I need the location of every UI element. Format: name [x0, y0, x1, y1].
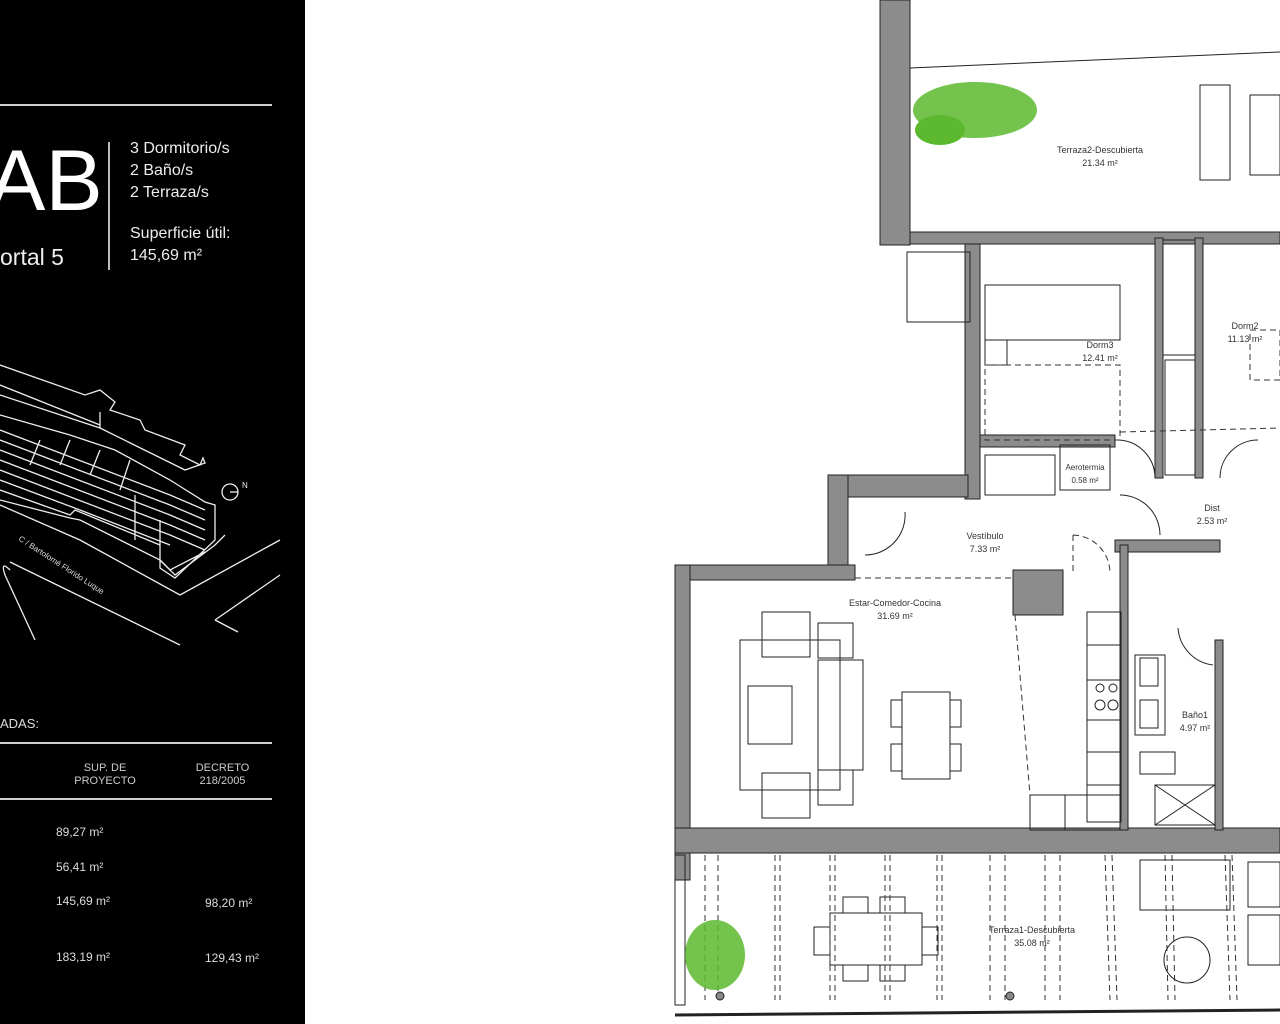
building-axonometric: N C / Bartolomé Florido Luque — [0, 364, 281, 646]
room-name: Terraza1-Descubierta — [989, 925, 1075, 935]
feature-bathrooms: 2 Baño/s — [130, 162, 194, 179]
divider — [0, 798, 272, 800]
room-area: 4.97 m² — [1180, 723, 1211, 733]
room-name: Dorm3 — [1086, 340, 1113, 350]
plant-icon — [685, 82, 1037, 990]
walls — [674, 0, 1280, 881]
feature-bedrooms: 3 Dormitorio/s — [130, 140, 230, 157]
portal-label: ortal 5 — [0, 244, 64, 270]
north-label: N — [242, 481, 248, 490]
room-name: Dist — [1204, 503, 1220, 513]
room-name: Terraza2-Descubierta — [1057, 145, 1143, 155]
room-name: Dorm2 — [1231, 321, 1258, 331]
room-area: 0.58 m² — [1071, 476, 1098, 485]
table-title: ADAS: — [0, 716, 40, 731]
pergola-lines — [704, 854, 1238, 1001]
room-name: Baño1 — [1182, 710, 1208, 720]
floor-plan: Terraza2-Descubierta 21.34 m² Dorm3 12.4… — [674, 0, 1280, 1017]
divider — [0, 104, 272, 106]
room-area: 35.08 m² — [1014, 938, 1050, 948]
divider — [108, 142, 110, 270]
room-area: 2.53 m² — [1197, 516, 1228, 526]
table-cell: 98,20 m² — [205, 896, 253, 910]
table-cell: 89,27 m² — [56, 825, 104, 839]
unit-code: AB — [0, 133, 103, 229]
room-area: 11.13 m² — [1228, 334, 1263, 344]
room-name: Vestíbulo — [966, 531, 1003, 541]
table-cell: 129,43 m² — [205, 951, 260, 965]
header-sup-proyecto: SUP. DE PROYECTO — [74, 762, 136, 787]
room-area: 7.33 m² — [970, 544, 1001, 554]
table-cell: 145,69 m² — [56, 894, 111, 908]
table-cell: 56,41 m² — [56, 860, 104, 874]
room-name: Aerotermia — [1065, 463, 1105, 472]
feature-terraces: 2 Terraza/s — [130, 184, 209, 201]
table-cell: 183,19 m² — [56, 950, 111, 964]
room-labels: Terraza2-Descubierta 21.34 m² Dorm3 12.4… — [849, 145, 1262, 948]
info-panel: AB ortal 5 3 Dormitorio/s 2 Baño/s 2 Ter… — [0, 0, 305, 1024]
room-area: 31.69 m² — [877, 611, 913, 621]
room-name: Estar-Comedor-Cocina — [849, 598, 941, 608]
surface-value: 145,69 m² — [130, 247, 203, 264]
header-decreto: DECRETO 218/2005 — [195, 762, 250, 787]
divider — [0, 742, 272, 744]
room-area: 12.41 m² — [1082, 353, 1118, 363]
surface-label: Superficie útil: — [130, 225, 231, 242]
room-area: 21.34 m² — [1082, 158, 1118, 168]
